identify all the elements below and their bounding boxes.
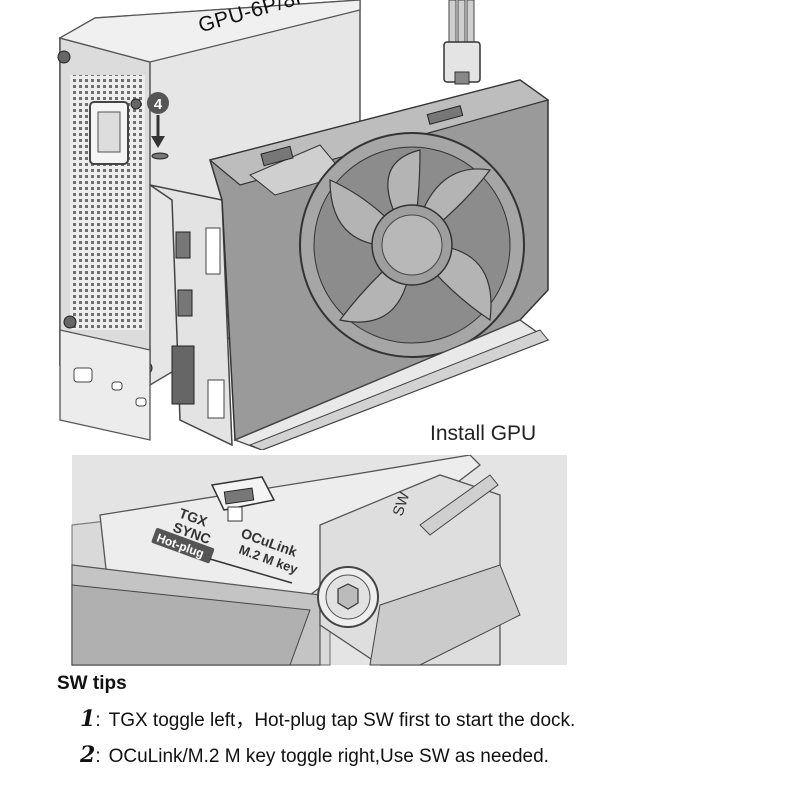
switch-closeup-illustration: TGX SYNC Hot-plug OCuLink M.2 M key SW <box>71 455 567 666</box>
gpu-install-illustration: 4 <box>57 0 550 450</box>
tip-text: OCuLink/M.2 M key toggle right,Use SW as… <box>108 746 549 767</box>
tip-item-1: 1: TGX toggle left，Hot-plug tap SW first … <box>80 705 575 732</box>
sw-tips-title: SW tips <box>57 673 127 694</box>
screw-icon <box>130 98 142 110</box>
gpu-fan-icon <box>299 132 525 358</box>
tip-colon: : <box>95 746 101 767</box>
tip-item-2: 2: OCuLink/M.2 M key toggle right,Use SW … <box>80 742 549 768</box>
screw-icon <box>63 315 77 329</box>
arrow-right-icon <box>209 558 293 584</box>
toggle-switch <box>210 476 276 522</box>
hex-screw-icon <box>317 566 379 628</box>
psu-unit <box>57 0 361 441</box>
gpu-power-cable <box>443 0 481 85</box>
install-gpu-caption: Install GPU <box>430 422 536 445</box>
sw-label: SW <box>390 489 414 518</box>
tip-text: TGX toggle left，Hot-plug tap SW first to… <box>108 710 576 731</box>
gpu-card <box>149 79 550 450</box>
step-number: 4 <box>154 96 163 113</box>
arrow-down-icon <box>151 136 165 148</box>
screw-icon <box>57 50 71 64</box>
step-badge: 4 <box>147 92 169 160</box>
tip-number: 1 <box>80 706 96 732</box>
tip-colon: : <box>95 710 101 731</box>
tip-number: 2 <box>80 742 96 768</box>
